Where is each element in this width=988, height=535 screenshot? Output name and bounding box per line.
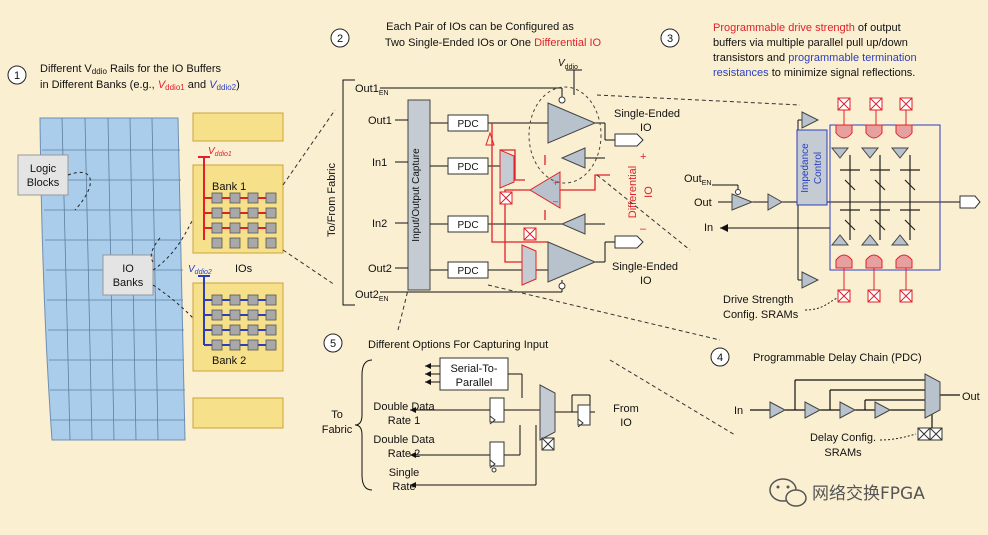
single-rate-label-1: Single [389, 467, 420, 479]
section-4-title: Programmable Delay Chain (PDC) [753, 352, 922, 364]
pdc-4-label: PDC [457, 266, 478, 277]
watermark: 网络交换FPGA [769, 478, 925, 507]
drive-out-label: Out [694, 197, 712, 209]
logic-blocks-label-1: Logic [30, 163, 57, 175]
logic-pointer [67, 171, 91, 211]
driver-transistor-array [829, 97, 941, 303]
wechat-icon [769, 478, 807, 507]
logic-blocks-label-2: Blocks [27, 177, 60, 189]
watermark-text: 网络交换FPGA [812, 484, 925, 504]
delay-config-label-1: Delay Config. [810, 432, 876, 444]
to-from-fabric-label: To/From Fabric [326, 163, 338, 237]
single-rate-label-2: Rate [392, 481, 415, 493]
io-banks-box [102, 254, 154, 296]
diff-amp-minus: – [553, 196, 558, 206]
bank-bottom-partial [192, 397, 284, 429]
bank-1-io-cells [211, 192, 277, 249]
pdc-in-label: In [734, 405, 743, 417]
out2-en-label: Out2EN [355, 289, 389, 303]
vddio-label: Vddio [558, 58, 578, 71]
differential-plus: + [640, 151, 646, 163]
logic-blocks-box [17, 154, 69, 196]
serial-to-parallel-label-2: Parallel [456, 377, 493, 389]
bank-pointer-1 [152, 214, 196, 271]
bank-pointer-3 [150, 237, 161, 263]
pdc-3-label: PDC [457, 220, 478, 231]
step-1-label: 1 [14, 70, 20, 82]
out1-label: Out1 [368, 115, 392, 127]
step-4-label: 4 [717, 352, 723, 364]
from-io-label-2: IO [620, 417, 632, 429]
impedance-label-1: Impedance [800, 143, 811, 193]
bank-1-label: Bank 1 [212, 181, 246, 193]
ddr1-label-1: Double Data [373, 401, 435, 413]
buffer-highlight-ring [528, 86, 602, 184]
step-3-label: 3 [667, 33, 673, 45]
capture-block-label: Input/Output Capture [411, 148, 422, 242]
bank-2-io-cells [211, 294, 277, 351]
single-ended-bottom-label: Single-Ended [612, 261, 678, 273]
section-4-delay-chain: 4 Programmable Delay Chain (PDC) In Out [487, 284, 980, 459]
drive-in-label: In [704, 222, 713, 234]
section-3-drive-strength: 3 Programmable drive strength of output … [660, 22, 981, 321]
differential-wiring [491, 123, 610, 263]
bank-2-label: Bank 2 [212, 355, 246, 367]
out1-en-label: Out1EN [355, 83, 389, 97]
bank-pointer-2 [152, 284, 196, 321]
section-3-caption-3: transistors and programmable termination [713, 52, 917, 64]
drive-strength-label-1: Drive Strength [723, 294, 793, 306]
drive-strength-label-2: Config. SRAMs [723, 309, 799, 321]
bank-top-partial [192, 112, 284, 142]
differential-label: Differential [627, 166, 639, 218]
ios-label: IOs [235, 263, 253, 275]
section-1-caption-line-2: in Different Banks (e.g., Vddio1 and Vdd… [40, 79, 240, 92]
impedance-label-2: Control [813, 152, 824, 184]
to-fabric-label-2: Fabric [322, 424, 353, 436]
step-2-label: 2 [337, 33, 343, 45]
delay-config-label-2: SRAMs [824, 447, 862, 459]
vddio2-label: Vddio2 [188, 264, 212, 276]
ddr2-label-1: Double Data [373, 434, 435, 446]
diff-amp-plus: + [553, 178, 558, 188]
in1-label: In1 [372, 157, 387, 169]
pdc-out-label: Out [962, 391, 980, 403]
section-1-io-banks: 1 Different Vddio Rails for the IO Buffe… [7, 63, 336, 441]
section-3-caption-2: buffers via multiple parallel pull up/do… [713, 37, 908, 49]
section-3-caption-1: Programmable drive strength of output [713, 22, 901, 34]
section-2-io-pair: 2 Each Pair of IOs can be Configured as … [326, 21, 801, 306]
pdc-2-label: PDC [457, 162, 478, 173]
section-2-title-2: Two Single-Ended IOs or One Differential… [385, 37, 602, 49]
ddr1-label-2: Rate 1 [388, 415, 420, 427]
serial-to-parallel-label-1: Serial-To- [450, 363, 497, 375]
io-banks-label-2: Banks [113, 277, 144, 289]
step-5-label: 5 [330, 338, 336, 350]
vddio1-label: Vddio1 [208, 146, 232, 158]
io-top-label: IO [640, 122, 652, 134]
pdc-1-label: PDC [457, 119, 478, 130]
section-2-title-1: Each Pair of IOs can be Configured as [386, 21, 574, 33]
io-bottom-label: IO [640, 275, 652, 287]
from-io-label-1: From [613, 403, 639, 415]
in2-label: In2 [372, 218, 387, 230]
section-5-capture-options: 5 Different Options For Capturing Input … [322, 289, 639, 493]
out-en-label: OutEN [684, 173, 711, 187]
differential-minus: – [640, 223, 647, 235]
out2-label: Out2 [368, 263, 392, 275]
section-1-caption-line-1: Different Vddio Rails for the IO Buffers [40, 63, 222, 76]
differential-io-label: IO [643, 186, 655, 198]
to-fabric-label-1: To [331, 409, 343, 421]
ddr2-label-2: Rate 2 [388, 448, 420, 460]
io-banks-label-1: IO [122, 263, 134, 275]
section-5-title: Different Options For Capturing Input [368, 339, 548, 351]
pdc-boxes: PDC PDC PDC PDC [447, 114, 489, 279]
single-ended-top-label: Single-Ended [614, 108, 680, 120]
section-3-caption-4: resistances to minimize signal reflectio… [713, 67, 915, 79]
